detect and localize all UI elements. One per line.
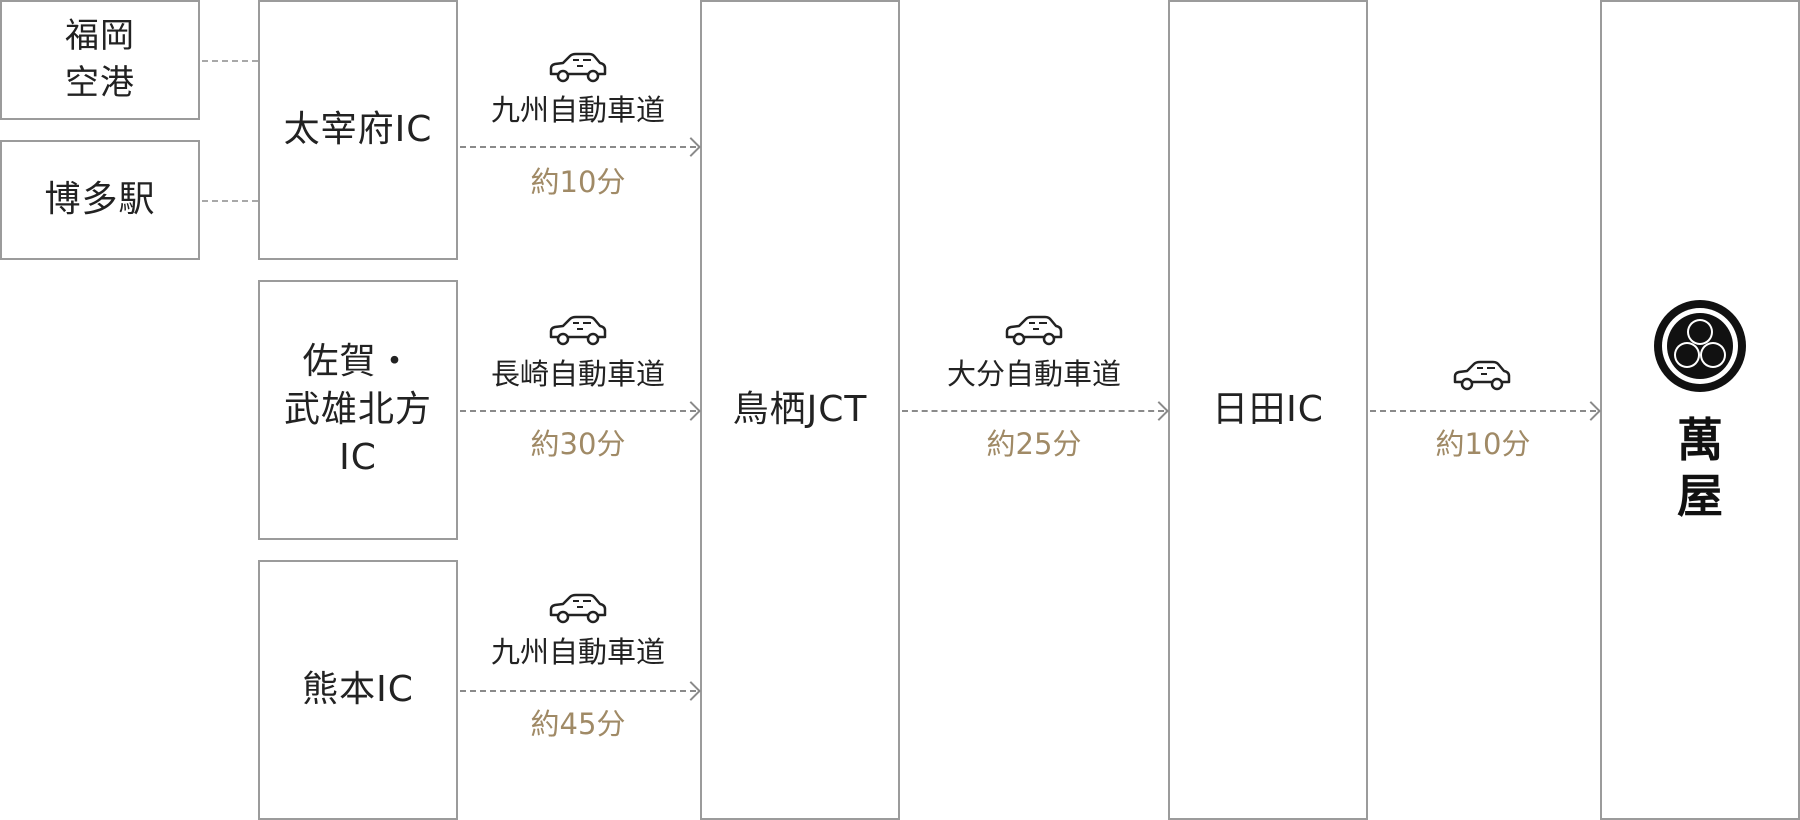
ic-dazaifu: 太宰府IC xyxy=(258,0,458,260)
ic-saga-takeo: 佐賀・ 武雄北方 IC xyxy=(258,280,458,540)
junction-tosu: 鳥栖JCT xyxy=(700,0,900,820)
ic-label-line2: 武雄北方 xyxy=(283,389,432,430)
route-road-label: 長崎自動車道 xyxy=(490,357,665,391)
route-time-label: 約30分 xyxy=(530,427,626,461)
destination-name-line1: 萬 xyxy=(1677,413,1723,467)
route-arrow xyxy=(902,410,1164,412)
route-arrow xyxy=(460,146,696,148)
origin-fukuoka-airport: 福岡 空港 xyxy=(0,0,200,120)
ic-label: 熊本IC xyxy=(302,669,414,710)
car-icon xyxy=(549,52,607,83)
route-arrow xyxy=(460,410,696,412)
destination-name-line2: 屋 xyxy=(1677,469,1723,523)
origin-label-line1: 福岡 xyxy=(65,16,135,56)
origin-label-line2: 空港 xyxy=(65,63,135,103)
route-road-label: 九州自動車道 xyxy=(490,93,665,127)
arrowhead xyxy=(1581,401,1601,421)
ic-label-line3: IC xyxy=(339,437,377,478)
destination-box: 萬 屋 xyxy=(1600,0,1800,820)
origin-hakata-station: 博多駅 xyxy=(0,140,200,260)
junction-label: 鳥栖JCT xyxy=(732,389,868,430)
car-icon xyxy=(1453,360,1511,391)
junction-hita: 日田IC xyxy=(1168,0,1368,820)
route-time-label: 約10分 xyxy=(1435,427,1531,461)
connector-line xyxy=(202,60,258,62)
route-road-label: 大分自動車道 xyxy=(946,357,1121,391)
route-arrow xyxy=(460,690,696,692)
arrowhead xyxy=(681,137,701,157)
route-road-label: 九州自動車道 xyxy=(490,635,665,669)
route-time-label: 約45分 xyxy=(530,707,626,741)
car-icon xyxy=(549,593,607,624)
junction-label: 日田IC xyxy=(1212,389,1324,430)
destination-logo: 萬 屋 xyxy=(1650,296,1750,524)
car-icon xyxy=(1005,315,1063,346)
family-crest-icon xyxy=(1654,300,1746,392)
connector-line xyxy=(202,200,258,202)
car-icon xyxy=(549,315,607,346)
route-arrow xyxy=(1370,410,1596,412)
arrowhead xyxy=(681,401,701,421)
ic-kumamoto: 熊本IC xyxy=(258,560,458,820)
ic-label-line1: 佐賀・ xyxy=(302,341,414,382)
origin-label: 博多駅 xyxy=(44,179,156,220)
arrowhead xyxy=(681,681,701,701)
ic-label: 太宰府IC xyxy=(283,109,433,150)
route-time-label: 約10分 xyxy=(530,165,626,199)
arrowhead xyxy=(1149,401,1169,421)
route-time-label: 約25分 xyxy=(986,427,1082,461)
